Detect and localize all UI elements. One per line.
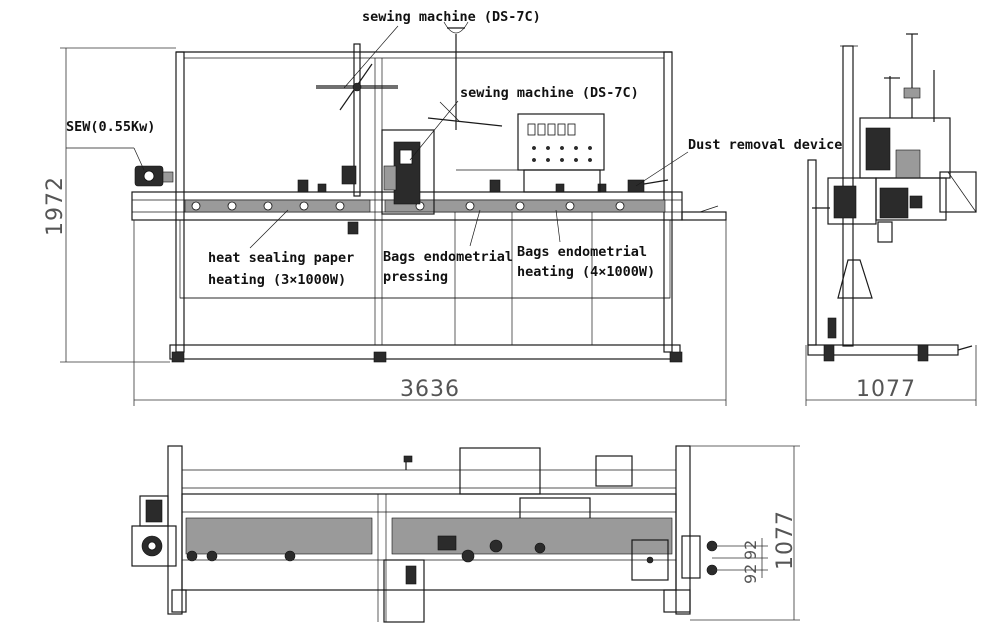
- top-view: 1077 92 92: [131, 445, 800, 623]
- label-sewing-machine-top: sewing machine (DS-7C): [362, 9, 541, 25]
- front-view: sewing machine (DS-7C) sewing machine (D…: [43, 9, 842, 406]
- label-heat-sealing-1: heat sealing paper: [208, 250, 354, 266]
- top-table: [181, 493, 677, 591]
- side-view: 1077: [805, 33, 977, 406]
- dim-offset-b: 92: [741, 564, 760, 584]
- label-sew-motor: SEW(0.55Kw): [66, 119, 155, 135]
- label-pressing-1: Bags endometrial: [383, 249, 513, 265]
- dim-offset-a: 92: [741, 540, 760, 560]
- label-bag-heating-2: heating (4×1000W): [517, 264, 655, 280]
- top-mechanism: [185, 455, 718, 585]
- control-panel: [456, 113, 605, 193]
- dimension-front-height: 1972: [43, 47, 176, 363]
- dimension-top-width: 1077: [690, 445, 800, 621]
- side-column-base: [837, 259, 873, 299]
- top-post-right: [675, 445, 691, 615]
- dim-front-height: 1972: [43, 176, 68, 236]
- dust-removal-device: [627, 179, 669, 193]
- label-bag-heating-1: Bags endometrial: [517, 244, 647, 260]
- label-heat-sealing-2: heating (3×1000W): [208, 272, 346, 288]
- label-pressing-2: pressing: [383, 269, 448, 285]
- label-dust-removal: Dust removal device: [688, 137, 842, 153]
- conveyor-mechanism: [184, 179, 666, 235]
- sewing-machine-assembly: [381, 21, 503, 215]
- dimension-side-width: 1077: [805, 345, 977, 406]
- reel-stand: [316, 43, 398, 197]
- dimension-offsets: 92 92: [712, 538, 768, 584]
- dim-top-width: 1077: [773, 510, 798, 570]
- frame-post-left: [175, 51, 185, 353]
- dim-side-width: 1077: [856, 377, 916, 402]
- dimension-front-length: 3636: [133, 220, 727, 406]
- dim-front-length: 3636: [400, 377, 460, 402]
- base-frame: [169, 344, 681, 360]
- label-sewing-machine-mid: sewing machine (DS-7C): [460, 85, 639, 101]
- sew-motor: [134, 165, 174, 187]
- top-post-left: [167, 445, 183, 615]
